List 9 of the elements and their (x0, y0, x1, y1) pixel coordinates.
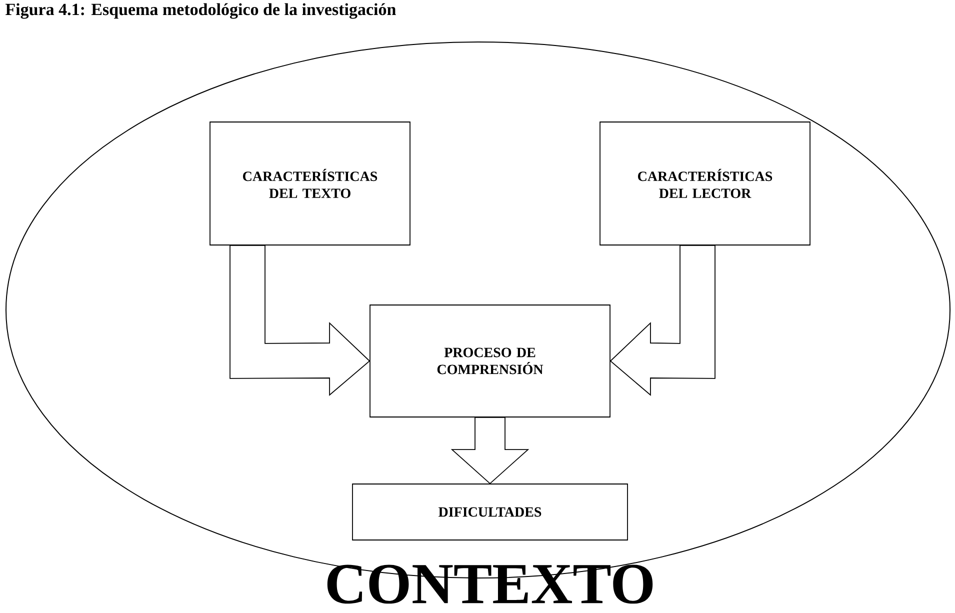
process-box: DIFICULTADES (352, 484, 628, 540)
process-box: CARACTERÍSTICAS DEL TEXTO (210, 122, 410, 246)
process-box: CARACTERÍSTICAS DEL LECTOR (600, 122, 810, 246)
figure-title: Figura 4.1: Esquema metodológico de la investigación (6, 3, 396, 19)
context-heading: CONTEXTO (327, 564, 653, 604)
block-arrow (610, 245, 716, 396)
process-box: PROCESO DE COMPRENSIÓN (370, 304, 610, 418)
block-arrow (450, 417, 530, 484)
block-arrow (230, 245, 370, 396)
